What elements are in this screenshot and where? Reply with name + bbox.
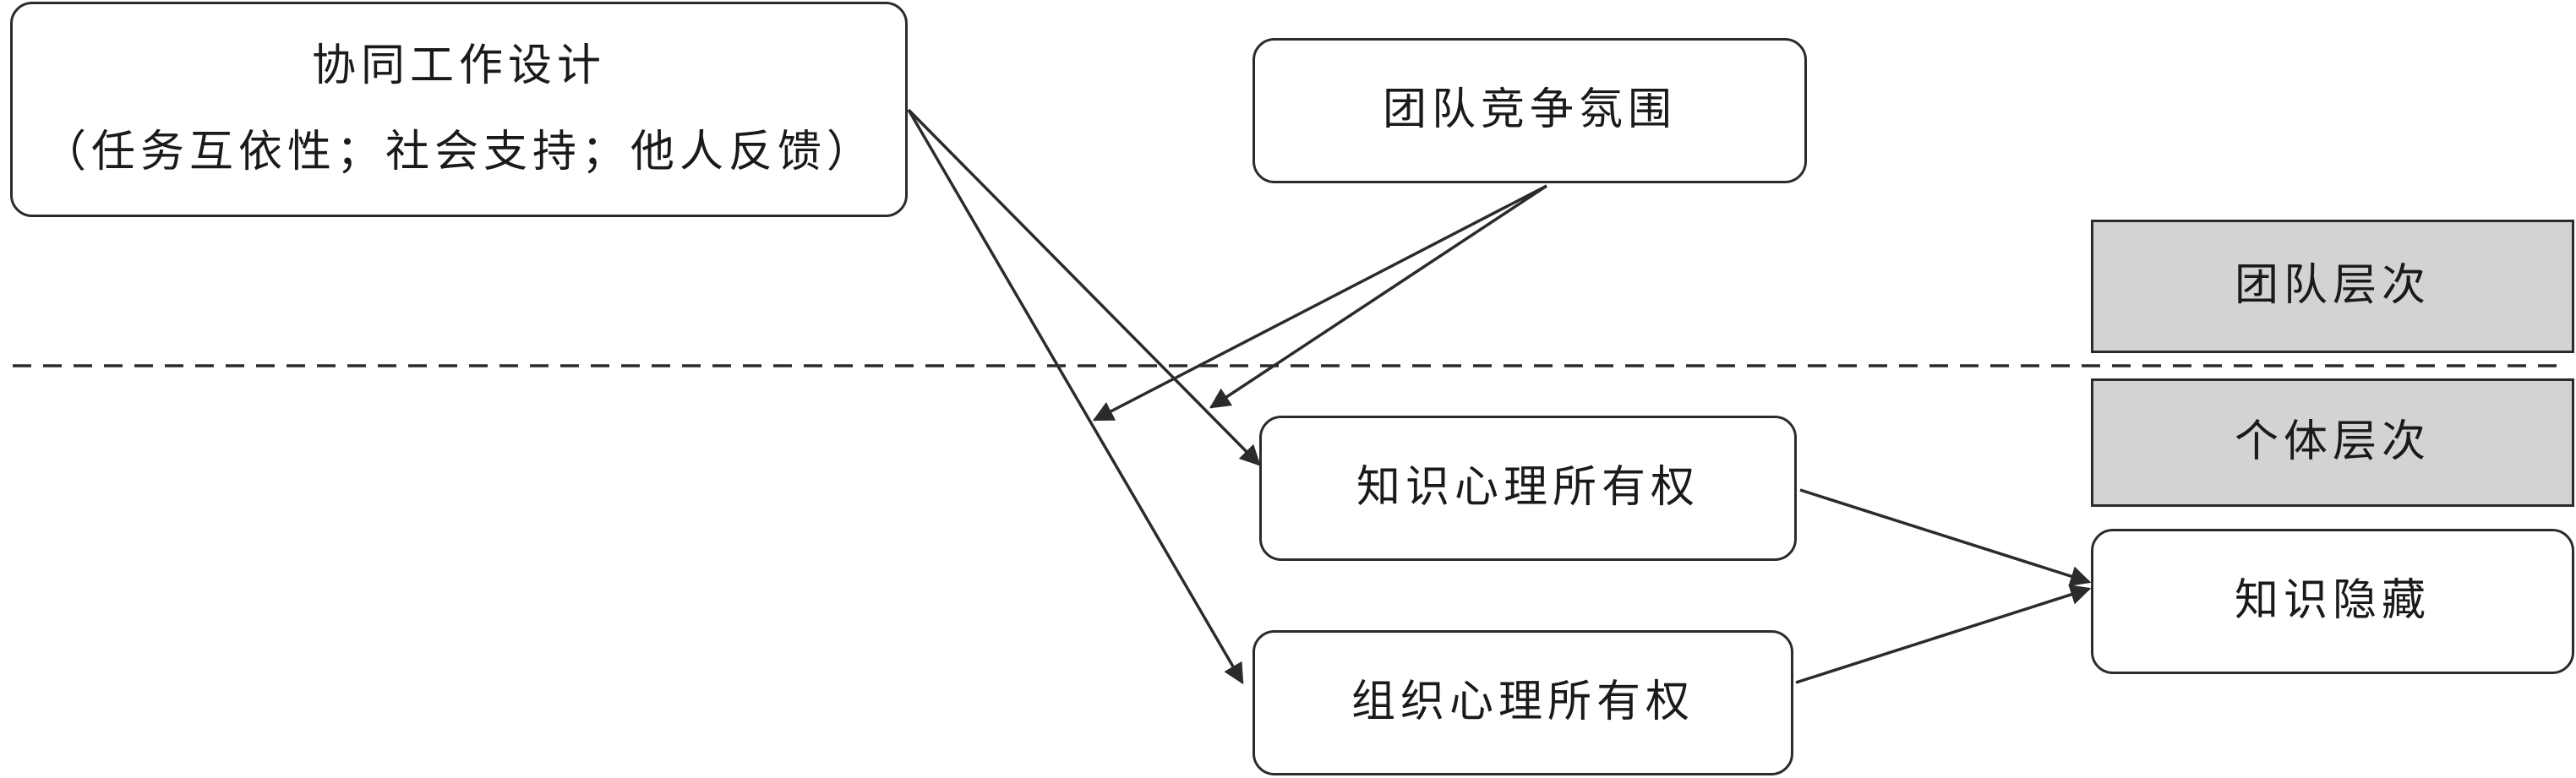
node-collaborative-work-design: 协同工作设计 （任务互依性；社会支持；他人反馈） bbox=[10, 2, 908, 217]
edge-competition-moderates-org-path bbox=[1092, 184, 1547, 422]
edge-collab-to-knowledge-ownership bbox=[907, 108, 1261, 466]
knowledge-ownership-label: 知识心理所有权 bbox=[1356, 462, 1700, 514]
level-team: 团队层次 bbox=[2091, 220, 2574, 353]
edge-competition-moderates-knowledge-path bbox=[1209, 184, 1547, 409]
node-team-competition-climate: 团队竞争氛围 bbox=[1253, 38, 1807, 183]
knowledge-hiding-label: 知识隐藏 bbox=[2234, 575, 2431, 627]
edge-knowledge-ownership-to-hiding bbox=[1799, 488, 2092, 586]
node-organizational-psychological-ownership: 组织心理所有权 bbox=[1253, 630, 1793, 775]
edge-collab-to-org-ownership bbox=[907, 109, 1244, 685]
level-individual: 个体层次 bbox=[2091, 378, 2574, 507]
level-team-label: 团队层次 bbox=[2234, 260, 2431, 312]
edge-org-ownership-to-hiding bbox=[1795, 585, 2092, 684]
collab-design-subtitle: （任务互依性；社会支持；他人反馈） bbox=[41, 126, 876, 177]
node-knowledge-psychological-ownership: 知识心理所有权 bbox=[1259, 416, 1797, 561]
team-competition-label: 团队竞争氛围 bbox=[1382, 84, 1677, 136]
org-ownership-label: 组织心理所有权 bbox=[1351, 677, 1695, 728]
node-knowledge-hiding: 知识隐藏 bbox=[2091, 529, 2574, 674]
collab-design-title: 协同工作设计 bbox=[311, 41, 606, 92]
level-individual-label: 个体层次 bbox=[2234, 416, 2431, 468]
